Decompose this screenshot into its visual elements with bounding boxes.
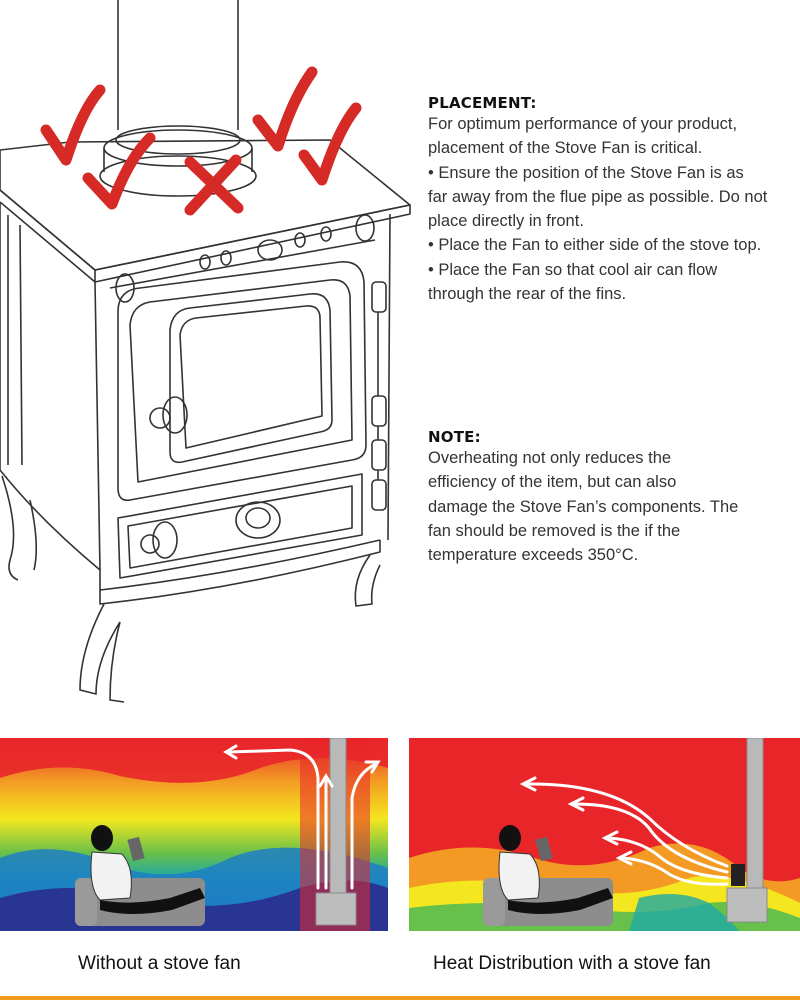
placement-line: through the rear of the fins.: [428, 285, 627, 304]
airflow-arrow-icon: [350, 762, 378, 890]
check-mark-icon: [82, 132, 156, 210]
placement-section: PLACEMENT: For optimum performance of yo…: [428, 94, 800, 306]
placement-line: For optimum performance of your product,: [428, 115, 738, 133]
note-heading: NOTE:: [428, 428, 481, 446]
note-line: fan should be removed is the if the: [428, 521, 681, 540]
airflow-arrow-icon: [621, 856, 729, 886]
note-line: Overheating not only reduces the: [428, 449, 672, 467]
airflow-arrow-icon: [573, 802, 729, 874]
placement-line: far away from the flue pipe as possible.…: [428, 187, 768, 206]
heat-map-with-fan: [409, 738, 800, 931]
check-mark-icon: [298, 102, 362, 186]
note-line: temperature exceeds 350°C.: [428, 546, 639, 565]
heat-map-without-fan: [0, 738, 388, 931]
check-mark-icon: [252, 66, 318, 152]
note-line: efficiency of the item, but can also: [428, 473, 677, 492]
caption-without-fan: Without a stove fan: [78, 953, 241, 974]
stove-illustration: [0, 0, 411, 703]
airflow-arrow-icon: [607, 836, 729, 880]
placement-line: • Place the Fan to either side of the st…: [428, 236, 762, 255]
bottom-divider: [0, 996, 800, 1000]
placement-line: • Ensure the position of the Stove Fan i…: [428, 163, 744, 182]
placement-line: placement of the Stove Fan is critical.: [428, 139, 703, 158]
caption-with-fan: Heat Distribution with a stove fan: [433, 953, 711, 974]
note-section: NOTE: Overheating not only reduces the e…: [428, 428, 800, 567]
person-on-sofa: [483, 825, 613, 926]
placement-heading: PLACEMENT:: [428, 94, 537, 112]
placement-line: place directly in front.: [428, 212, 584, 231]
cross-mark-icon: [184, 154, 244, 216]
person-on-sofa: [75, 825, 205, 926]
airflow-arrow-icon: [525, 782, 729, 868]
note-line: damage the Stove Fan’s components. The: [428, 497, 739, 516]
check-mark-icon: [40, 84, 106, 166]
airflow-arrow-icon: [228, 748, 320, 890]
placement-line: • Place the Fan so that cool air can flo…: [428, 260, 718, 279]
